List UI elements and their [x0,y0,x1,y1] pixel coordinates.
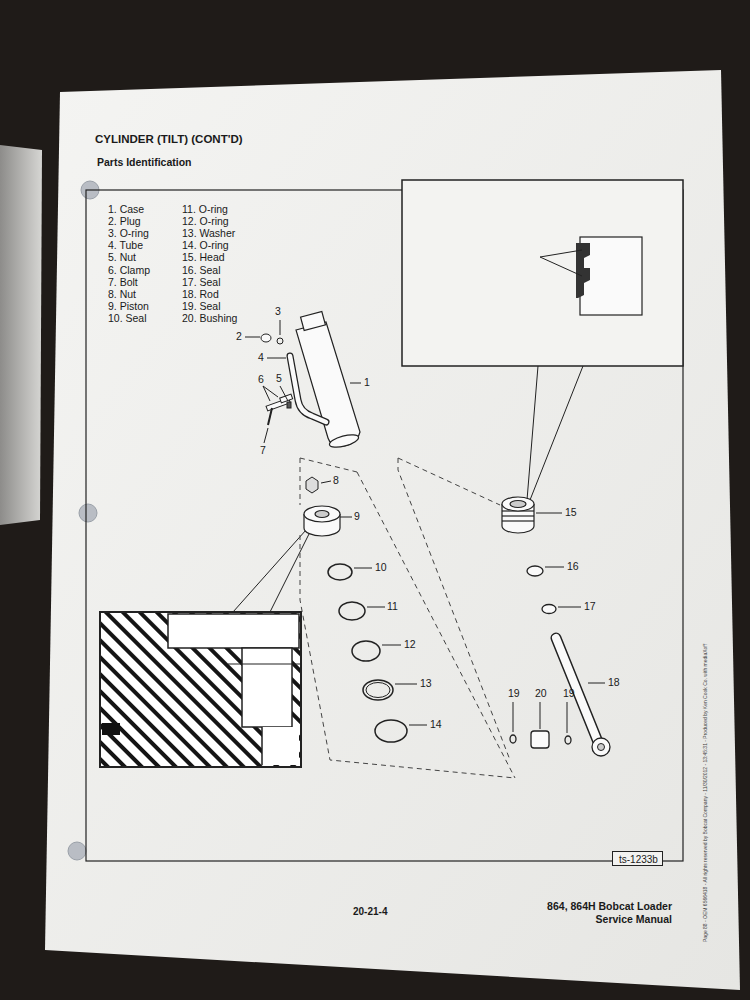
leader-line [245,320,605,733]
manual-title: 864, 864H Bobcat Loader [547,901,672,913]
part-list-item: 19. Seal [182,301,221,313]
callout-number: 12 [404,639,416,651]
callout-number: 14 [430,719,442,731]
page-stack [0,145,42,525]
callout-number: 3 [275,306,281,318]
case [296,311,360,449]
binder-hole [68,842,86,860]
figure-code: ts-1233b [619,854,656,865]
part-list-item: 3. O-ring [108,228,149,240]
nut [287,402,291,408]
callout-number: 7 [260,445,266,457]
part-list-item: 6. Clamp [108,265,150,277]
nut [306,477,318,493]
part-list-item: 16. Seal [182,265,221,277]
piston [304,506,340,536]
part-list-item: 8. Nut [108,289,136,301]
part-list-item: 9. Piston [108,301,149,313]
callout-number: 18 [608,677,620,689]
figure-frame [86,190,683,861]
piston-detail-inset [100,530,310,767]
part-list-item: 12. O-ring [182,216,229,228]
callout-number: 19 [563,688,575,700]
seal [527,566,543,576]
part-list-item: 11. O-ring [182,204,228,216]
o-ring [277,338,283,344]
section-heading: Parts Identification [97,157,192,169]
seal [565,736,571,744]
tube [290,356,326,422]
part-list-item: 13. Washer [182,228,235,240]
part-list-item: 20. Bushing [182,313,237,325]
part-list-item: 14. O-ring [182,240,229,252]
page-number: 20-21-4 [353,906,387,917]
paper-sheet [45,70,740,990]
callout-number: 9 [354,511,360,523]
binder-hole [79,504,97,522]
seal [510,735,516,743]
part-list-item: 10. Seal [108,313,147,325]
callout-number: 19 [508,688,520,700]
part-list-item: 1. Case [108,204,144,216]
bushing [531,731,549,748]
assembly-line [300,458,515,778]
rod [556,638,610,756]
print-watermark: Page 88 - OEM 6566418 - All rights reser… [703,644,709,942]
callout-number: 2 [236,331,242,343]
callout-number: 5 [276,373,282,385]
callout-number: 15 [565,507,577,519]
part-list-item: 15. Head [182,252,225,264]
head [502,497,534,533]
callout-number: 4 [258,352,264,364]
part-list-item: 18. Rod [182,289,219,301]
seal [542,605,556,614]
part-list-item: 17. Seal [182,277,221,289]
callout-number: 17 [584,601,596,613]
o-ring [328,564,407,742]
manual-title: Service Manual [596,914,672,926]
callout-number: 10 [375,562,387,574]
page-heading: CYLINDER (TILT) (CONT'D) [95,133,243,146]
part-list-item: 5. Nut [108,252,136,264]
callout-number: 16 [567,561,579,573]
part-list-item: 2. Plug [108,216,141,228]
bolt [268,408,272,425]
callout-number: 8 [333,475,339,487]
callout-number: 13 [420,678,432,690]
callout-number: 1 [364,377,370,389]
callout-number: 20 [535,688,547,700]
callout-number: 11 [387,601,398,613]
head-detail-inset [402,180,683,500]
part-list-item: 4. Tube [108,240,143,252]
part-list-item: 7. Bolt [108,277,138,289]
plug [261,334,271,342]
figure-code-box: ts-1233b [612,851,663,866]
callout-number: 6 [258,374,264,386]
